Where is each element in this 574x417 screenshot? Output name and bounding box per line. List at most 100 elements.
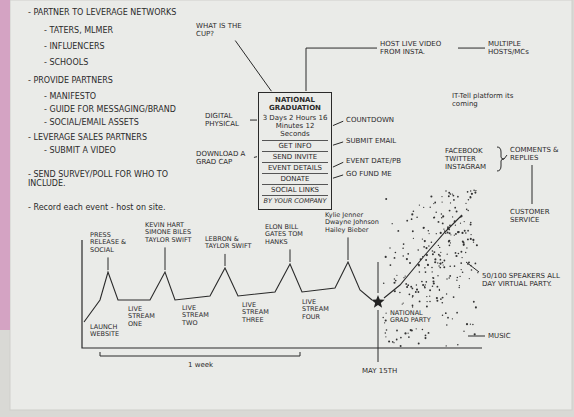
crowd-dot	[444, 230, 445, 231]
crowd-dot	[424, 267, 425, 268]
crowd-dot	[402, 303, 403, 304]
crowd-dot	[452, 318, 453, 319]
crowd-dot	[470, 190, 471, 191]
crowd-dot	[409, 293, 411, 295]
menu-item: DONATE	[262, 173, 328, 184]
crowd-dot	[432, 253, 434, 255]
crowd-dot	[426, 301, 427, 302]
crowd-dot	[471, 269, 473, 271]
note-text: - SCHOOLS	[44, 58, 164, 67]
crowd-dot	[438, 221, 440, 223]
crowd-dot	[396, 339, 398, 341]
crowd-dot	[433, 251, 435, 253]
note-text: Kylie Jenner Dwayne Johnson Hailey Biebe…	[325, 212, 383, 234]
crowd-dot	[423, 246, 425, 248]
crowd-dot	[394, 257, 396, 259]
crowd-dot	[434, 261, 436, 263]
crowd-dot	[450, 202, 451, 203]
note-text: FACEBOOK TWITTER INSTAGRAM	[445, 147, 495, 171]
crowd-dot	[464, 230, 466, 232]
crowd-dot	[442, 215, 444, 217]
crowd-dot	[461, 257, 462, 258]
note-text: 1 week	[188, 361, 228, 369]
crowd-dot	[412, 230, 414, 232]
crowd-dot	[394, 278, 396, 280]
crowd-dot	[404, 332, 406, 334]
crowd-dot	[474, 192, 476, 194]
crowd-dot	[397, 230, 399, 232]
crowd-dot	[389, 247, 390, 248]
crowd-dot	[417, 249, 419, 251]
crowd-dot	[455, 233, 457, 235]
crowd-dot	[434, 202, 436, 204]
crowd-dot	[456, 280, 457, 281]
crowd-dot	[455, 225, 456, 226]
crowd-dot	[452, 193, 453, 194]
crowd-dot	[470, 238, 472, 240]
crowd-dot	[385, 332, 386, 333]
crowd-dot	[428, 332, 430, 334]
crowd-dot	[467, 230, 469, 232]
crowd-dot	[384, 322, 385, 323]
board-surface	[10, 0, 572, 410]
crowd-dot	[395, 280, 397, 282]
crowd-dot	[461, 232, 463, 234]
crowd-dot	[459, 276, 460, 277]
crowd-dot	[441, 217, 443, 219]
crowd-dot	[439, 289, 440, 290]
crowd-dot	[390, 264, 392, 266]
crowd-dot	[442, 222, 444, 224]
crowd-dot	[449, 224, 451, 226]
note-text: - Record each event - host on site.	[28, 203, 193, 212]
crowd-dot	[450, 242, 451, 243]
note-text: - PROVIDE PARTNERS	[28, 76, 178, 85]
crowd-dot	[467, 238, 469, 240]
menu-item: BY YOUR COMPANY	[262, 195, 328, 206]
crowd-dot	[457, 196, 459, 198]
crowd-dot	[476, 244, 478, 246]
leader-line	[458, 48, 485, 49]
crowd-dot	[425, 281, 427, 283]
crowd-dot	[469, 196, 471, 198]
crowd-dot	[457, 231, 459, 233]
crowd-dot	[432, 271, 433, 272]
leader-line	[333, 162, 343, 167]
crowd-dot	[448, 229, 450, 231]
crowd-dot	[419, 300, 421, 302]
crowd-dot	[433, 217, 435, 219]
crowd-dot	[418, 343, 420, 345]
crowd-dot	[427, 264, 429, 266]
crowd-dot	[470, 196, 471, 197]
crowd-dot	[412, 305, 414, 307]
crowd-dot	[452, 216, 453, 217]
crowd-dot	[455, 252, 457, 254]
leader-line	[306, 48, 377, 91]
note-text: IT-Tell platform its coming	[452, 92, 532, 108]
crowd-dot	[446, 293, 447, 294]
note-text: MUSIC	[488, 332, 528, 340]
crowd-dot	[424, 240, 426, 242]
crowd-dot	[458, 287, 459, 288]
crowd-dot	[448, 192, 450, 194]
crowd-dot	[465, 203, 466, 204]
crowd-dot	[463, 331, 464, 332]
crowd-dot	[441, 302, 443, 304]
crowd-dot	[425, 284, 426, 285]
leader-line	[333, 121, 343, 125]
crowd-dot	[406, 286, 408, 288]
crowd-dot	[456, 312, 458, 314]
crowd-dot	[429, 301, 431, 303]
crowd-dot	[424, 286, 425, 287]
crowd-dot	[470, 324, 471, 325]
crowd-dot	[474, 333, 476, 335]
crowd-dot	[425, 271, 427, 273]
leader-line	[254, 156, 257, 158]
crowd-dot	[411, 213, 413, 215]
crowd-dot	[403, 302, 404, 303]
crowd-dot	[432, 250, 434, 252]
leader-line	[225, 254, 226, 266]
crowd-dot	[449, 210, 451, 212]
note-text: WHAT IS THE CUP?	[196, 22, 251, 38]
note-text: GO FUND ME	[346, 170, 406, 178]
crowd-dot	[467, 263, 469, 265]
